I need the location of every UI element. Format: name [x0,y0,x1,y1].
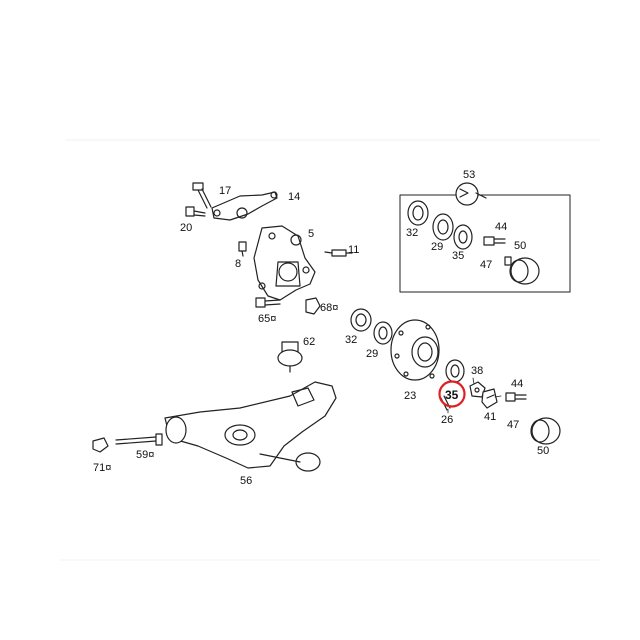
label-14: 14 [288,191,300,203]
ball-joint-62-part [277,341,303,373]
label-29: 29 [366,348,378,360]
label-41: 41 [484,411,496,423]
nut-68-part [305,297,321,315]
label-56: 56 [240,475,252,487]
wrench-53-part [455,182,487,206]
nut-71-part [92,437,109,453]
box-screw-44-part [483,236,506,246]
label-box-35: 35 [452,250,464,262]
label-35-highlighted: 35 [445,388,459,402]
upper-link-14-part [211,191,278,221]
label-box-32: 32 [406,227,418,239]
label-38: 38 [471,365,483,377]
label-44: 44 [511,378,523,390]
highlight-circle-35 [438,380,466,408]
label-box-29: 29 [431,241,443,253]
bearing-35-part [445,359,465,383]
wheel-hub-23-part [390,319,440,381]
long-bolt-59-part [115,433,163,446]
label-box-44: 44 [495,221,507,233]
label-8: 8 [235,258,241,270]
hub-cap-50-part [530,417,561,445]
label-5: 5 [308,228,314,240]
box-bearing-race-32-part [407,200,429,226]
lower-control-arm-56-part [164,381,337,472]
box-clamp-47-part [504,256,512,266]
steering-knuckle-5-part [253,225,316,301]
label-box-50: 50 [514,240,526,252]
bolt-17-part [192,182,212,209]
box-bearing-35-part [453,224,473,250]
label-53: 53 [463,169,475,181]
label-47: 47 [507,419,519,431]
bolt-8-part [238,241,247,257]
screw-44-part [505,392,527,402]
label-62: 62 [303,336,315,348]
sensor-11-part [324,249,353,257]
repair-kit-box [399,194,571,293]
label-32: 32 [345,334,357,346]
box-hub-cap-50-part [509,257,540,285]
label-65: 65¤ [258,313,276,325]
label-71: 71¤ [93,462,111,474]
label-23: 23 [404,390,416,402]
label-20: 20 [180,222,192,234]
bearing-race-32-part [350,308,372,332]
label-box-47: 47 [480,259,492,271]
label-17: 17 [219,185,231,197]
clamp-nut-41-part [481,388,498,409]
label-11: 11 [348,244,359,256]
bearing-29-part [373,321,393,345]
label-59: 59¤ [136,449,154,461]
label-50: 50 [537,445,549,457]
bolt-65-part [255,297,281,308]
box-bearing-29-part [432,213,454,241]
label-26: 26 [441,414,453,426]
label-68: 68¤ [320,302,338,314]
nut-20-part [185,206,206,217]
